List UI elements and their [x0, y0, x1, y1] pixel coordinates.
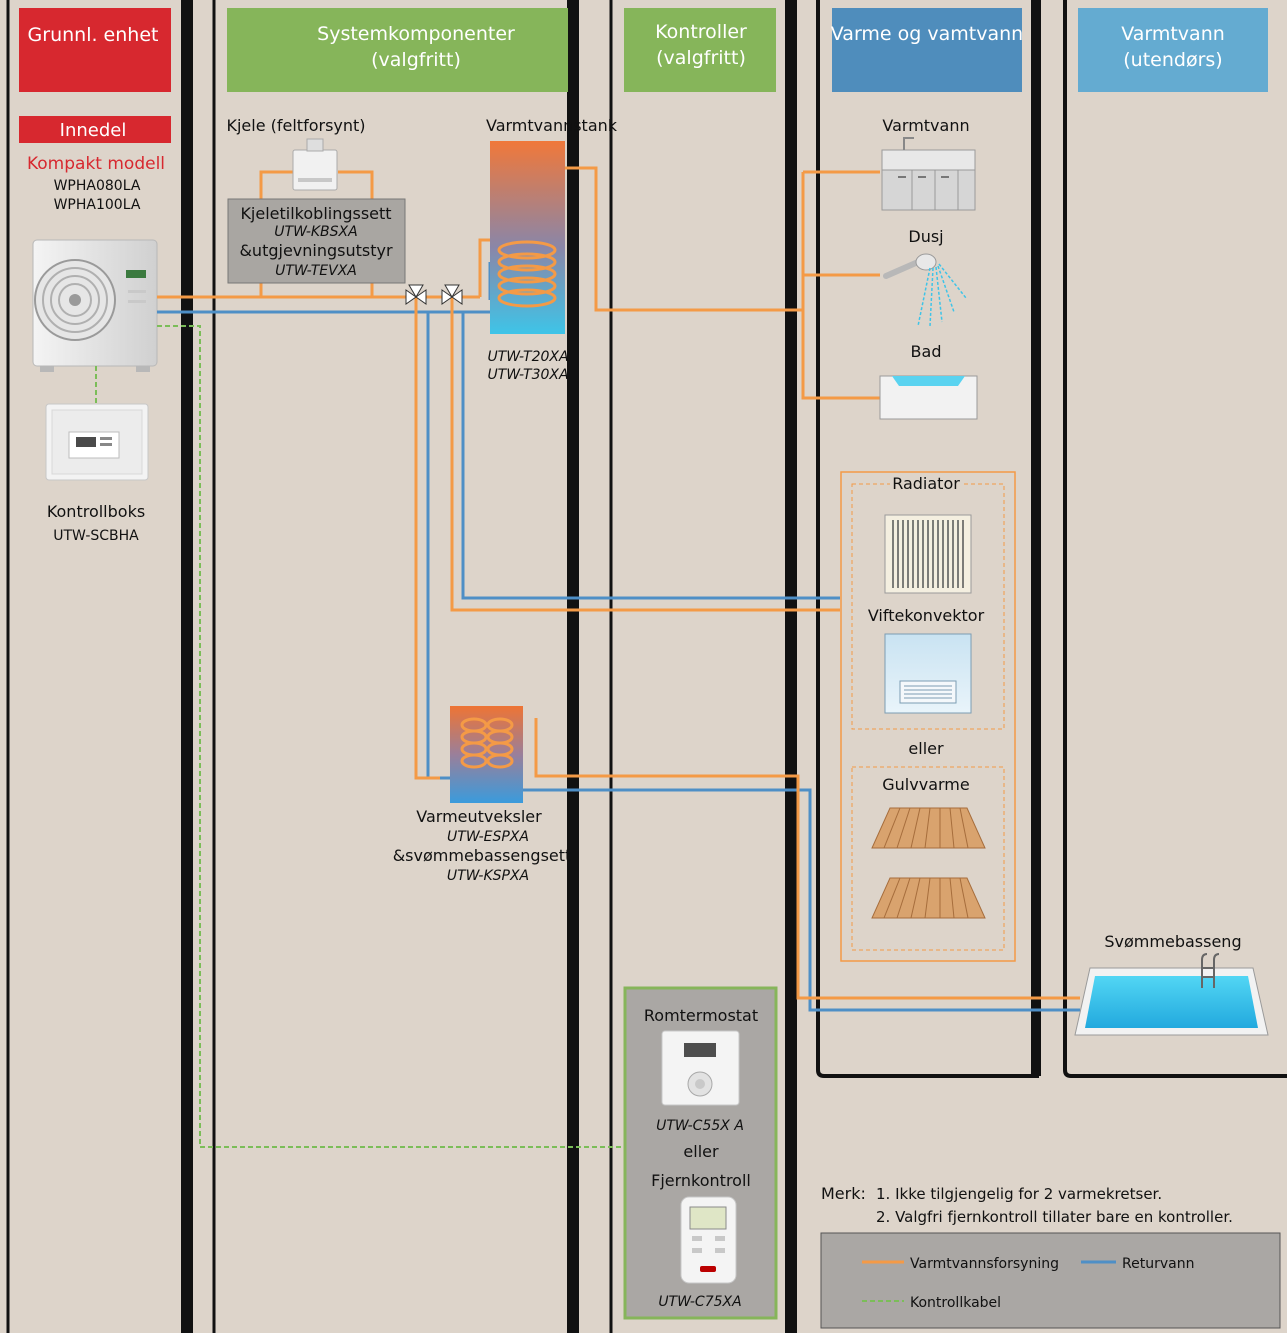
- kitchen-sink-icon: [881, 137, 976, 211]
- shower-label: Dusj: [908, 227, 943, 246]
- thermostat-label: Romtermostat: [644, 1006, 758, 1025]
- header-system-components-line2: (valgfritt): [371, 49, 461, 71]
- boiler-label: Kjele (feltforsynt): [226, 116, 365, 135]
- boiler-kit-box: [227, 198, 406, 284]
- boiler-kit-model: UTW-KBSXA: [274, 224, 357, 240]
- notes-prefix: Merk:: [821, 1184, 866, 1203]
- header-basic-unit: [19, 8, 171, 92]
- bath-label: Bad: [911, 342, 942, 361]
- heat-exchanger-icon: [450, 706, 523, 803]
- note-2: 2. Valgfri fjernkontroll tillater bare e…: [876, 1208, 1233, 1226]
- header-hot-water-outdoor-line2: (utendørs): [1123, 49, 1222, 71]
- shower-icon: [883, 253, 967, 327]
- heat-exchanger-label: Varmeutveksler: [416, 807, 542, 826]
- header-system-components: [227, 8, 568, 92]
- column-edges: [6, 0, 613, 1333]
- pool-kit-label: &svømmebassengsett: [393, 846, 572, 865]
- fan-convector-icon: [884, 633, 972, 714]
- controller-or: eller: [683, 1142, 719, 1161]
- boiler-icon: [292, 138, 338, 191]
- heat-exchanger-model: UTW-ESPXA: [447, 829, 529, 845]
- model-line-2: WPHA100LA: [54, 197, 141, 213]
- model-line-1: WPHA080LA: [54, 178, 141, 194]
- tank-label: Varmtvannstank: [486, 116, 618, 135]
- room-thermostat-icon: [661, 1030, 740, 1106]
- header-basic-unit-text: Grunnl. enhet: [28, 24, 159, 46]
- radiator-label: Radiator: [892, 474, 960, 493]
- column-separators: [181, 0, 797, 1333]
- remote-model: UTW-C75XA: [658, 1294, 741, 1310]
- legend-box: [820, 1232, 1281, 1329]
- header-controllers-line1: Kontroller: [655, 21, 747, 43]
- header-hot-water-outdoor: [1078, 8, 1268, 92]
- heat-pump-unit-icon: [32, 239, 158, 372]
- floor-heating-label: Gulvvarme: [882, 775, 969, 794]
- control-box-label: Kontrollboks: [47, 502, 145, 521]
- header-controllers: [624, 8, 776, 92]
- swimming-pool-icon: [1074, 953, 1269, 1036]
- floor-heating-icon: [871, 807, 986, 919]
- tank-model-2: UTW-T30XA: [487, 367, 568, 383]
- three-way-valve-icon: [405, 284, 463, 305]
- header-system-components-line1: Systemkomponenter: [317, 23, 515, 45]
- remote-control-icon: [680, 1196, 737, 1284]
- heating-panel-border: [816, 0, 1039, 1078]
- hot-water-tap-label: Varmtvann: [882, 116, 969, 135]
- fan-convector-label: Viftekonvektor: [868, 606, 985, 625]
- radiator-icon: [884, 514, 972, 594]
- outdoor-panel-border: [1063, 0, 1287, 1078]
- header-heating-hot-water: [832, 8, 1022, 92]
- header-hot-water-outdoor-line1: Varmtvann: [1121, 23, 1225, 45]
- pool-label: Svømmebasseng: [1104, 932, 1241, 951]
- radiator-convector-group: [851, 483, 1005, 730]
- legend-return-label: Returvann: [1122, 1256, 1194, 1272]
- return-pipe-lines: [157, 262, 1080, 1012]
- control-cable-lines: [95, 325, 624, 1148]
- boiler-kit-label: Kjeletilkoblingssett: [240, 204, 391, 223]
- control-box-model: UTW-SCBHA: [53, 528, 139, 544]
- emitter-or: eller: [908, 739, 944, 758]
- header-heating-hot-water-text: Varme og vamtvann: [831, 23, 1023, 45]
- radiator-label-backdrop: [890, 476, 964, 494]
- thermostat-model: UTW-C55X A: [656, 1118, 744, 1134]
- equalizer-model: UTW-TEVXA: [275, 263, 357, 279]
- indoor-badge-text: Innedel: [60, 120, 127, 141]
- note-1: 1. Ikke tilgjengelig for 2 varmekretser.: [876, 1185, 1162, 1203]
- legend-control-label: Kontrollkabel: [910, 1295, 1001, 1311]
- header-controllers-line2: (valgfritt): [656, 47, 746, 69]
- equalizer-label: &utgjevningsutstyr: [239, 241, 393, 260]
- tank-model-1: UTW-T20XA: [487, 349, 568, 365]
- remote-label: Fjernkontroll: [651, 1171, 751, 1190]
- legend-supply-label: Varmtvannsforsyning: [910, 1256, 1059, 1272]
- hot-water-tank-icon: [490, 141, 565, 334]
- bathtub-icon: [879, 375, 978, 420]
- pool-kit-model: UTW-KSPXA: [447, 868, 529, 884]
- compact-model-text: Kompakt modell: [27, 154, 165, 174]
- indoor-badge: [19, 116, 171, 143]
- control-box-icon: [45, 403, 149, 481]
